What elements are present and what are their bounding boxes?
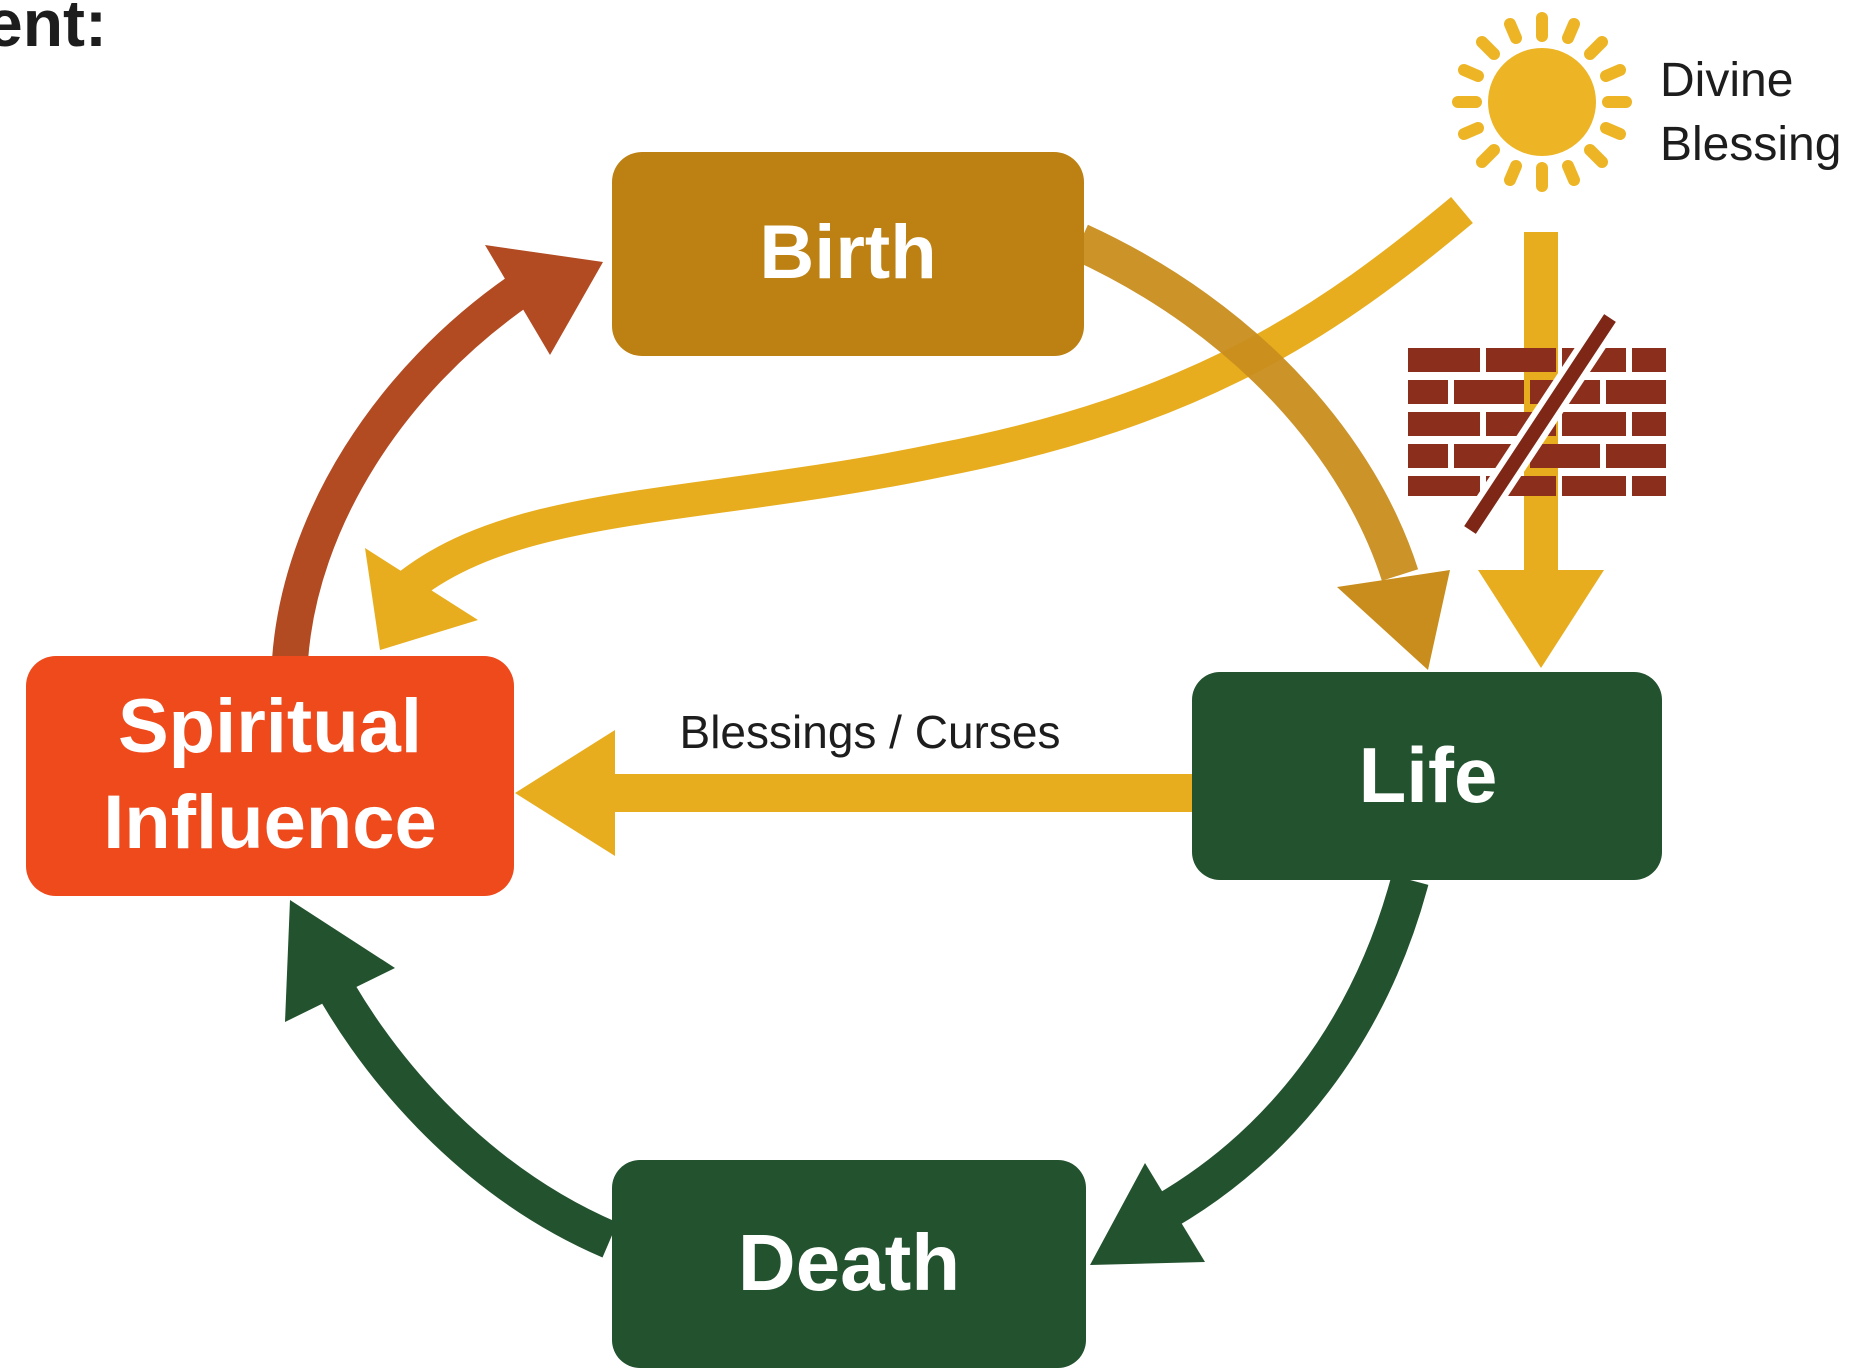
arrow-life-to-spiritual: [515, 730, 1192, 856]
sun-icon: [1452, 12, 1632, 192]
blessings-curses-label: Blessings / Curses: [680, 706, 1061, 758]
arrow-birth-to-life: [1072, 224, 1450, 670]
title-fragment: ent:: [0, 0, 107, 60]
arrow-life-to-death: [1090, 875, 1429, 1265]
node-life-label: Life: [1359, 731, 1498, 819]
node-spiritual-line1: Spiritual: [118, 684, 422, 769]
divine-label-line2: Blessing: [1660, 118, 1841, 171]
node-spiritual-influence: Spiritual Influence: [26, 656, 514, 896]
node-birth: Birth: [612, 152, 1084, 356]
node-birth-label: Birth: [759, 210, 936, 295]
node-death: Death: [612, 1160, 1086, 1368]
crossed-out-brick-wall-icon: [1408, 310, 1666, 538]
node-life: Life: [1192, 672, 1662, 880]
node-spiritual-line2: Influence: [103, 780, 437, 865]
arrow-spiritual-to-birth: [272, 245, 603, 662]
arrow-death-to-spiritual: [285, 900, 618, 1258]
arrow-divine-to-spiritual: [365, 196, 1473, 650]
node-death-label: Death: [738, 1218, 960, 1307]
divine-label-line1: Divine: [1660, 54, 1793, 107]
